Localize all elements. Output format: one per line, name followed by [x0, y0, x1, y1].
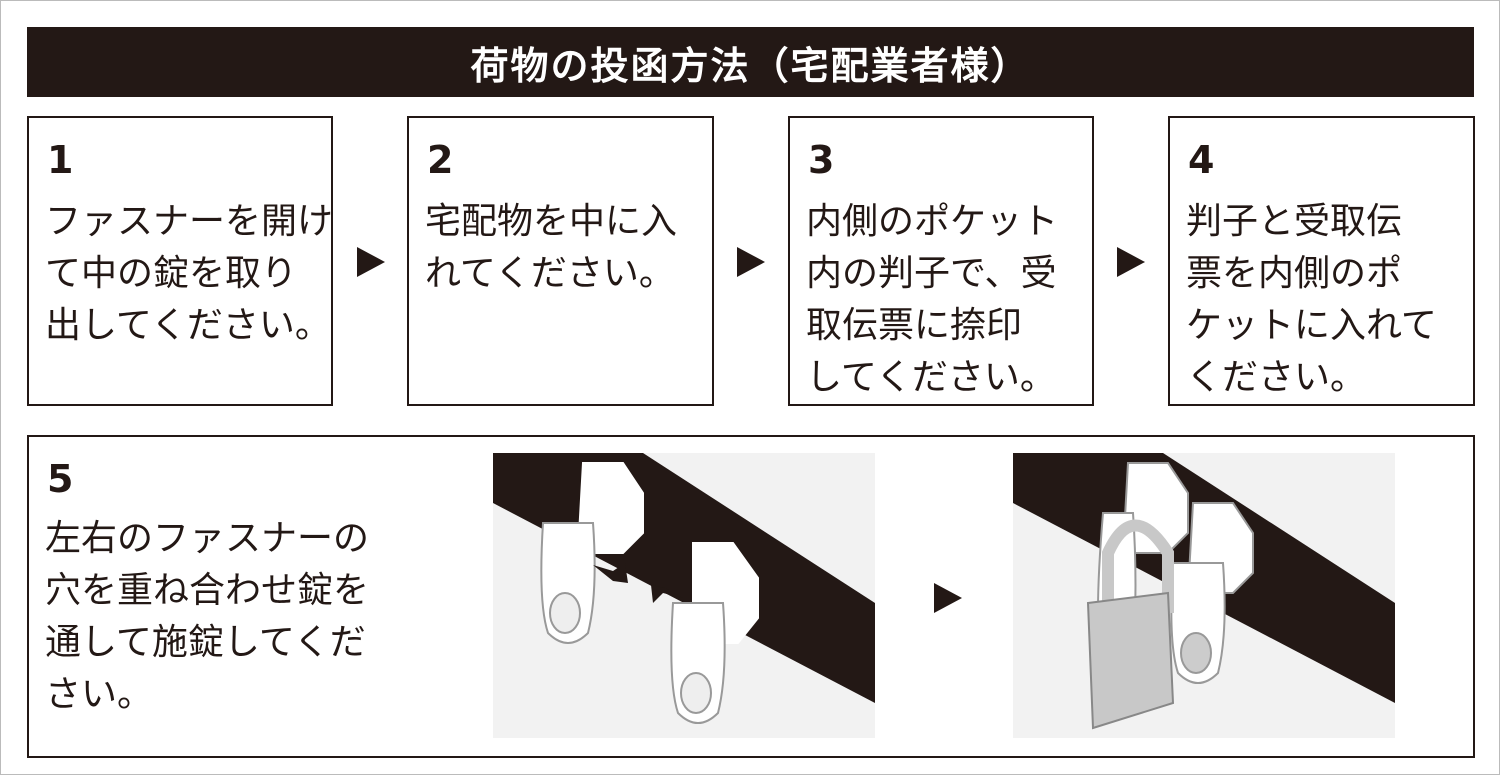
- text-line: ファスナーを開け: [45, 201, 334, 242]
- step-number: 3: [808, 138, 835, 182]
- step-text: 左右のファスナーの 穴を重ね合わせ錠を 通して施錠してくだ さい。: [45, 513, 369, 721]
- text-line: れてください。: [425, 253, 675, 294]
- text-line: て中の錠を取り: [45, 253, 298, 294]
- text-line: 票を内側のポ: [1186, 253, 1403, 294]
- next-arrow-icon: [1117, 247, 1145, 277]
- text-line: 宅配物を中に入: [425, 201, 678, 242]
- text-line: 出してください。: [45, 305, 331, 346]
- step-4-box: 4 判子と受取伝 票を内側のポ ケットに入れて ください。: [1168, 116, 1475, 406]
- text-line: 通して施錠してくだ: [45, 622, 366, 663]
- text-line: 取伝票に捺印: [806, 305, 1023, 346]
- page-title: 荷物の投函方法（宅配業者様）: [27, 27, 1474, 97]
- text-line: してください。: [806, 357, 1056, 398]
- step-number: 1: [47, 138, 74, 182]
- step-number: 4: [1188, 138, 1215, 182]
- step-2-box: 2 宅配物を中に入 れてください。: [407, 116, 714, 406]
- step-text: 判子と受取伝 票を内側のポ ケットに入れて ください。: [1186, 196, 1437, 404]
- text-line: ケットに入れて: [1186, 305, 1437, 346]
- next-arrow-icon: [357, 247, 385, 277]
- step-number: 2: [427, 138, 454, 182]
- text-line: 内側のポケット: [806, 201, 1059, 242]
- next-arrow-icon: [934, 583, 962, 613]
- zipper-open-illustration: [493, 453, 875, 738]
- step-text: 宅配物を中に入 れてください。: [425, 196, 677, 300]
- step-number: 5: [47, 457, 74, 501]
- step-1-box: 1 ファスナーを開け て中の錠を取り 出してください。: [27, 116, 333, 406]
- text-line: 左右のファスナーの: [45, 518, 370, 559]
- text-line: 穴を重ね合わせ錠を: [45, 570, 370, 611]
- text-line: ください。: [1186, 357, 1367, 398]
- step-text: ファスナーを開け て中の錠を取り 出してください。: [45, 196, 333, 352]
- padlock-icon: [1086, 591, 1175, 730]
- text-line: さい。: [45, 674, 154, 715]
- text-line: 内の判子で、受: [806, 253, 1057, 294]
- text-line: 判子と受取伝: [1186, 201, 1403, 242]
- zipper-locked-illustration: [1013, 453, 1395, 738]
- lock-shackle-icon: [1102, 519, 1174, 613]
- next-arrow-icon: [737, 247, 765, 277]
- direction-arrows-icon: [593, 563, 683, 603]
- step-3-box: 3 内側のポケット 内の判子で、受 取伝票に捺印 してください。: [788, 116, 1094, 406]
- step-text: 内側のポケット 内の判子で、受 取伝票に捺印 してください。: [806, 196, 1058, 404]
